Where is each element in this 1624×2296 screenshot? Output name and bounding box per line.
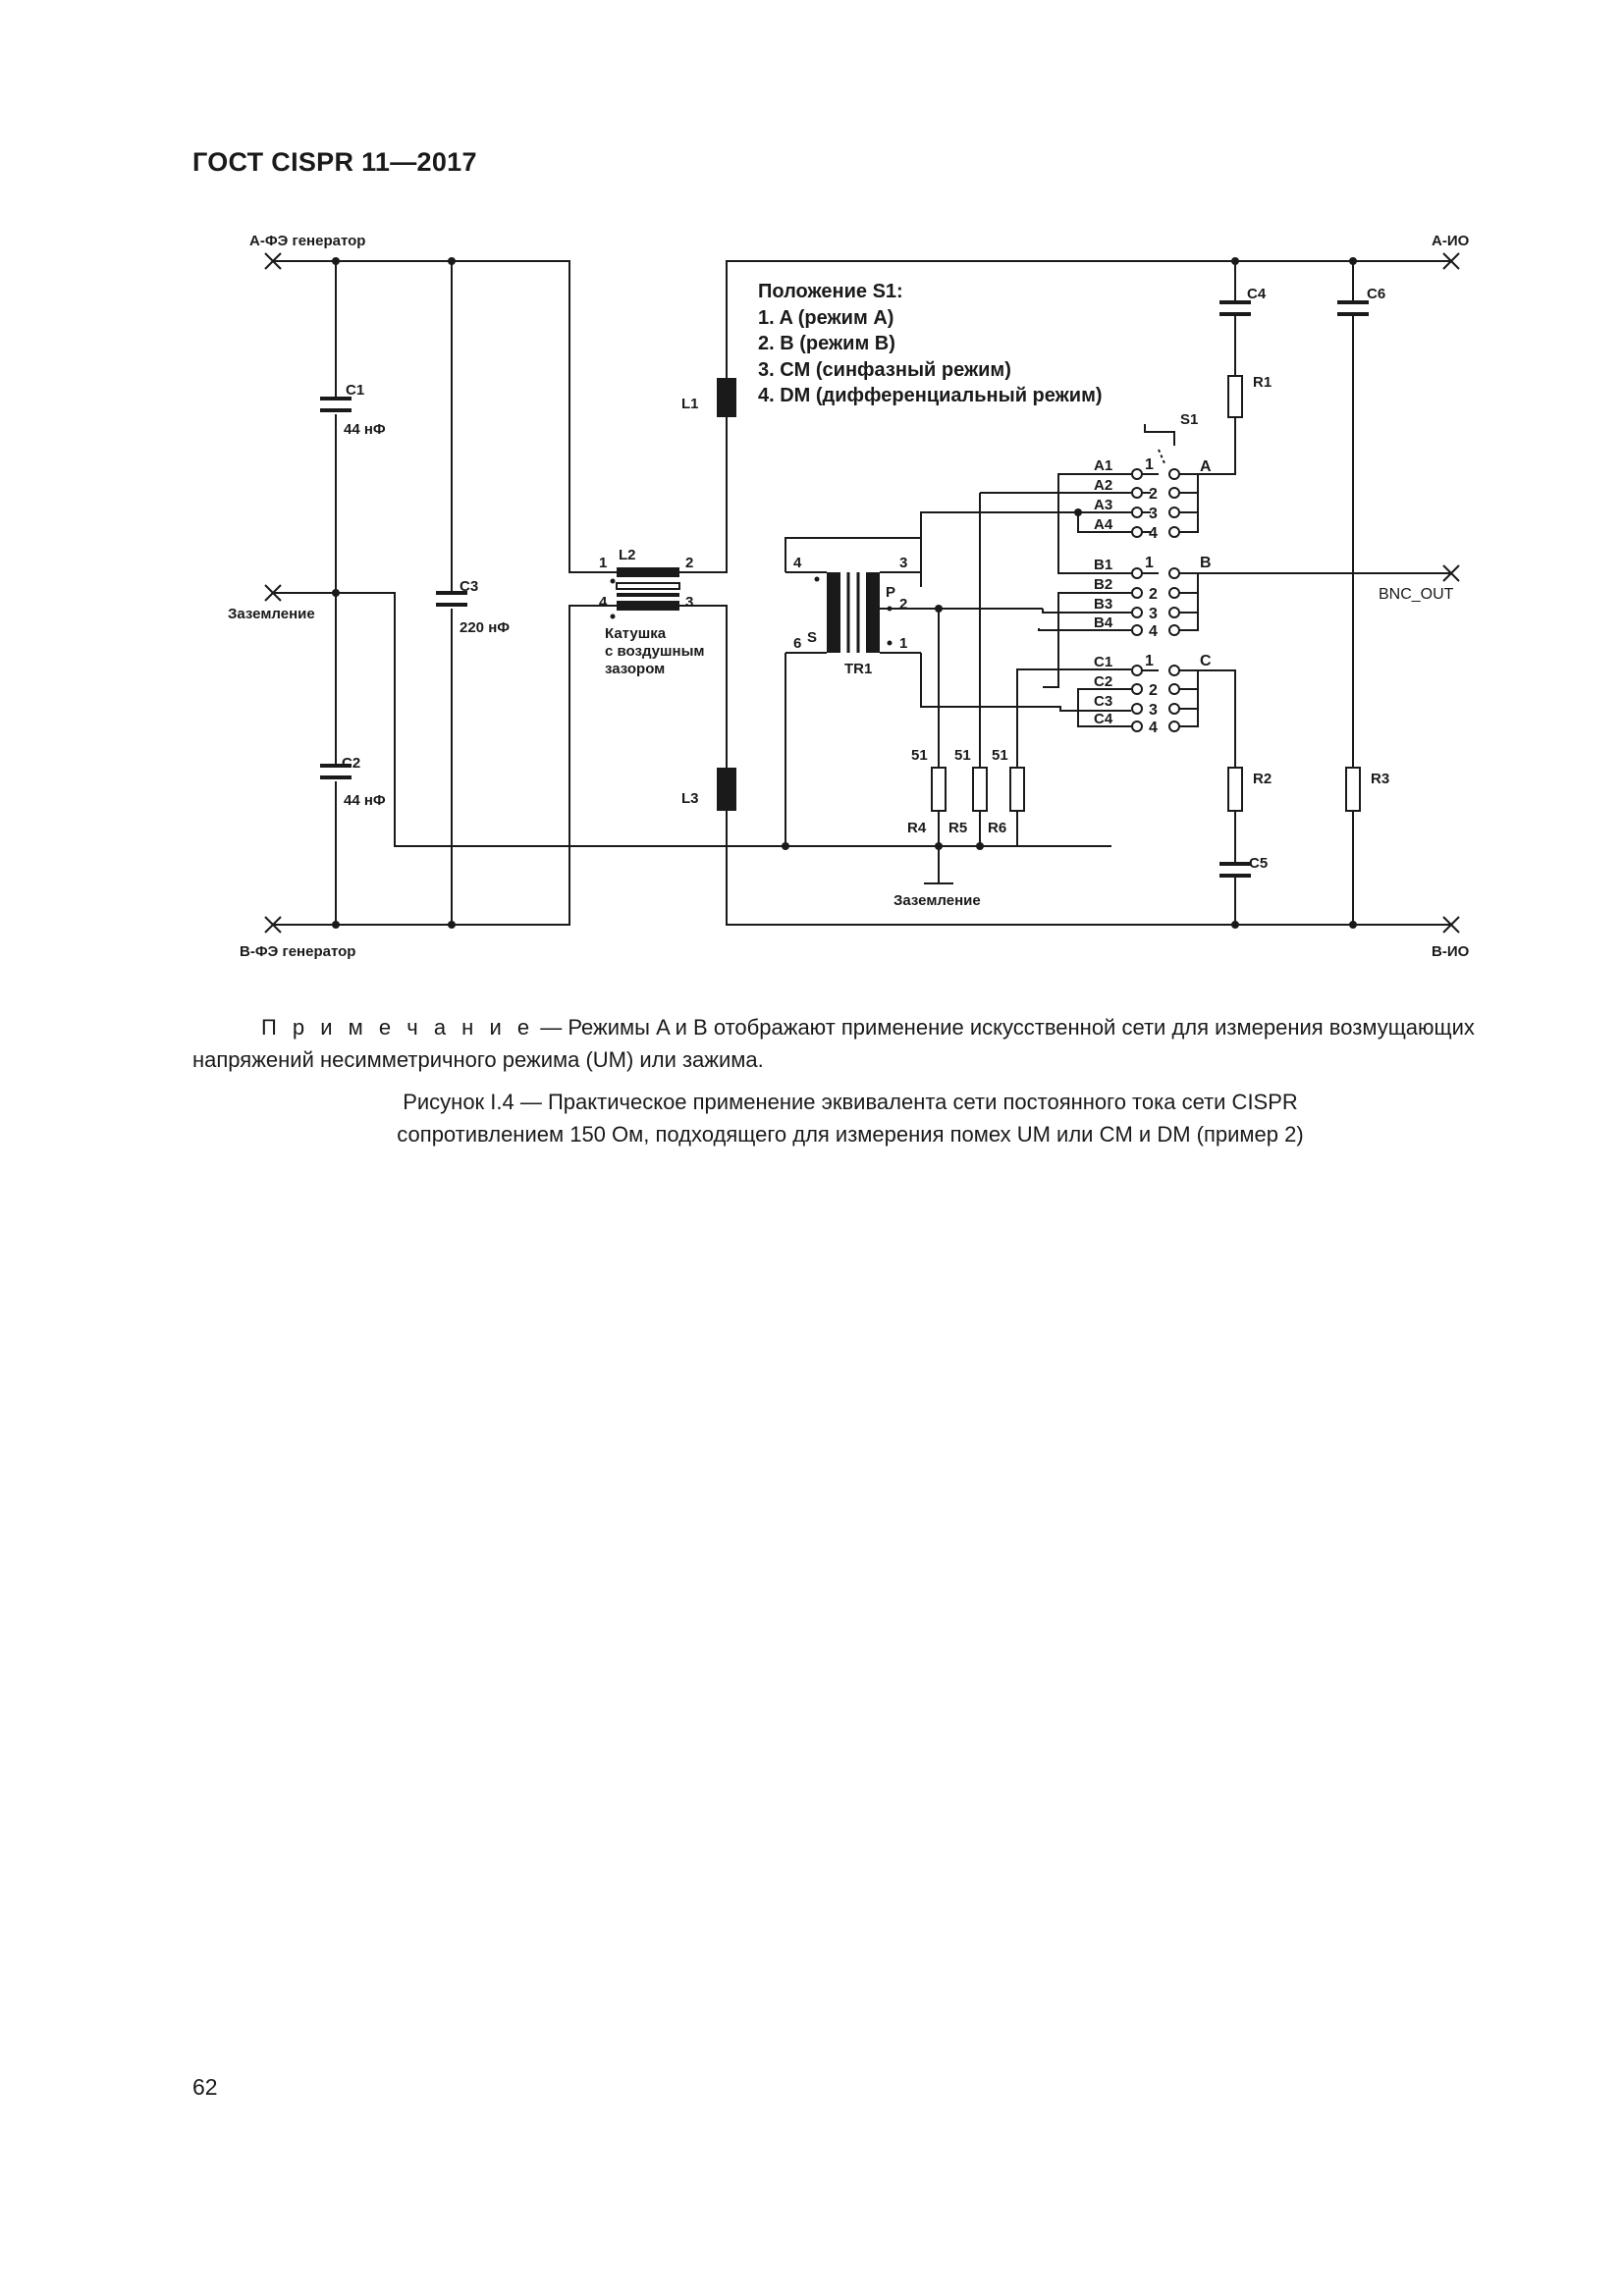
tr1-transformer [785,571,921,654]
tr1-pin-3: 3 [899,555,907,571]
diagram-labels: А-ФЭ генератор В-ФЭ генератор А-ИО В-ИО … [228,233,1470,960]
switch-pos-c3: 3 [1149,702,1158,719]
junctions [332,257,1357,929]
l1-label: L1 [681,396,699,412]
r4-label: R4 [907,820,927,836]
ground-left-label: Заземление [228,606,315,622]
l2-choke [610,567,680,619]
l2-pin-2: 2 [685,555,693,571]
switch-pos-c2: 2 [1149,682,1158,699]
note-text: — Режимы A и B отображают применение иск… [192,1015,1475,1072]
wires [273,260,1451,926]
capacitors [320,300,1369,878]
coil-note-line-1: Катушка [605,625,667,642]
switch-contact-a3: A3 [1094,497,1112,513]
switch-contact-c1: C1 [1094,654,1112,670]
r4-value: 51 [911,747,928,764]
l2-pin-4: 4 [599,594,608,611]
switch-contact-b3: B3 [1094,596,1112,613]
c1-value: 44 нФ [344,421,386,438]
switch-pos-c4: 4 [1149,720,1158,736]
switch-pos-a1: 1 [1145,456,1154,473]
port-a-gen-label: А-ФЭ генератор [249,233,365,249]
coil-note-line-2: с воздушным [605,643,704,660]
caption-line-2: сопротивлением 150 Ом, подходящего для и… [397,1122,1304,1147]
figure-note: П р и м е ч а н и е — Режимы A и B отобр… [192,1011,1508,1076]
switch-pos-b3: 3 [1149,606,1158,622]
switch-contact-c4: C4 [1094,711,1113,727]
c6-label: C6 [1367,286,1385,302]
legend-item-3: 3. CM (синфазный режим) [758,359,1011,381]
c5-label: C5 [1249,855,1268,872]
switch-contact-b2: B2 [1094,576,1112,593]
coil-note-line-3: зазором [605,661,665,677]
tr1-label: TR1 [844,661,872,677]
document-header: ГОСТ CISPR 11—2017 [192,147,477,177]
c3-label: C3 [460,578,478,595]
port-a-out-label: А-ИО [1432,233,1470,249]
r6-value: 51 [992,747,1008,764]
r1-label: R1 [1253,374,1272,391]
switch-s1 [1131,424,1199,732]
ground-bottom-label: Заземление [893,892,981,909]
legend-title: Положение S1: [758,281,903,302]
c1-label: C1 [346,382,364,399]
switch-pos-c1: 1 [1145,653,1154,669]
r6-label: R6 [988,820,1006,836]
tr1-pin-1: 1 [899,635,907,652]
switch-contact-b4: B4 [1094,614,1113,631]
r2-label: R2 [1253,771,1272,787]
tr1-pin-2: 2 [899,596,907,613]
caption-line-1: Рисунок I.4 — Практическое применение эк… [403,1090,1298,1114]
s1-label: S1 [1180,411,1198,428]
legend-item-1: 1. A (режим A) [758,307,893,329]
switch-pos-b1: 1 [1145,555,1154,571]
port-b-gen-label: В-ФЭ генератор [240,943,355,960]
tr1-pin-p: P [886,584,895,601]
page-number: 62 [192,2074,218,2100]
port-markers [264,252,1460,934]
c2-label: C2 [342,755,360,772]
note-lead: П р и м е ч а н и е [261,1015,535,1040]
switch-pos-a3: 3 [1149,506,1158,522]
switch-contact-a1: A1 [1094,457,1112,474]
switch-pos-a4: 4 [1149,525,1158,542]
tr1-pin-6: 6 [793,635,801,652]
l2-pin-1: 1 [599,555,607,571]
switch-common-a: A [1200,458,1212,475]
c2-value: 44 нФ [344,792,386,809]
legend-item-4: 4. DM (дифференциальный режим) [758,385,1103,406]
resistors [931,375,1361,812]
circuit-diagram: А-ФЭ генератор В-ФЭ генератор А-ИО В-ИО … [228,233,1470,960]
tr1-pin-s: S [807,629,817,646]
l2-label: L2 [619,547,636,563]
switch-common-b: B [1200,555,1212,571]
figure-caption: Рисунок I.4 — Практическое применение эк… [192,1086,1508,1150]
l3-label: L3 [681,790,699,807]
switch-pos-b2: 2 [1149,586,1158,603]
l2-pin-3: 3 [685,594,693,611]
port-b-out-label: В-ИО [1432,943,1470,960]
switch-contact-c3: C3 [1094,693,1112,710]
r5-value: 51 [954,747,971,764]
r3-label: R3 [1371,771,1389,787]
switch-pos-a2: 2 [1149,486,1158,503]
switch-common-c: C [1200,653,1212,669]
switch-pos-b4: 4 [1149,623,1158,640]
inductors [717,378,736,811]
c4-label: C4 [1247,286,1267,302]
r5-label: R5 [948,820,967,836]
switch-contact-b1: B1 [1094,557,1112,573]
switch-contact-a4: A4 [1094,516,1113,533]
tr1-pin-4: 4 [793,555,802,571]
switch-contact-a2: A2 [1094,477,1112,494]
switch-contact-c2: C2 [1094,673,1112,690]
bnc-out-label: BNC_OUT [1379,586,1454,603]
c3-value: 220 нФ [460,619,510,636]
legend-item-2: 2. B (режим B) [758,333,895,354]
